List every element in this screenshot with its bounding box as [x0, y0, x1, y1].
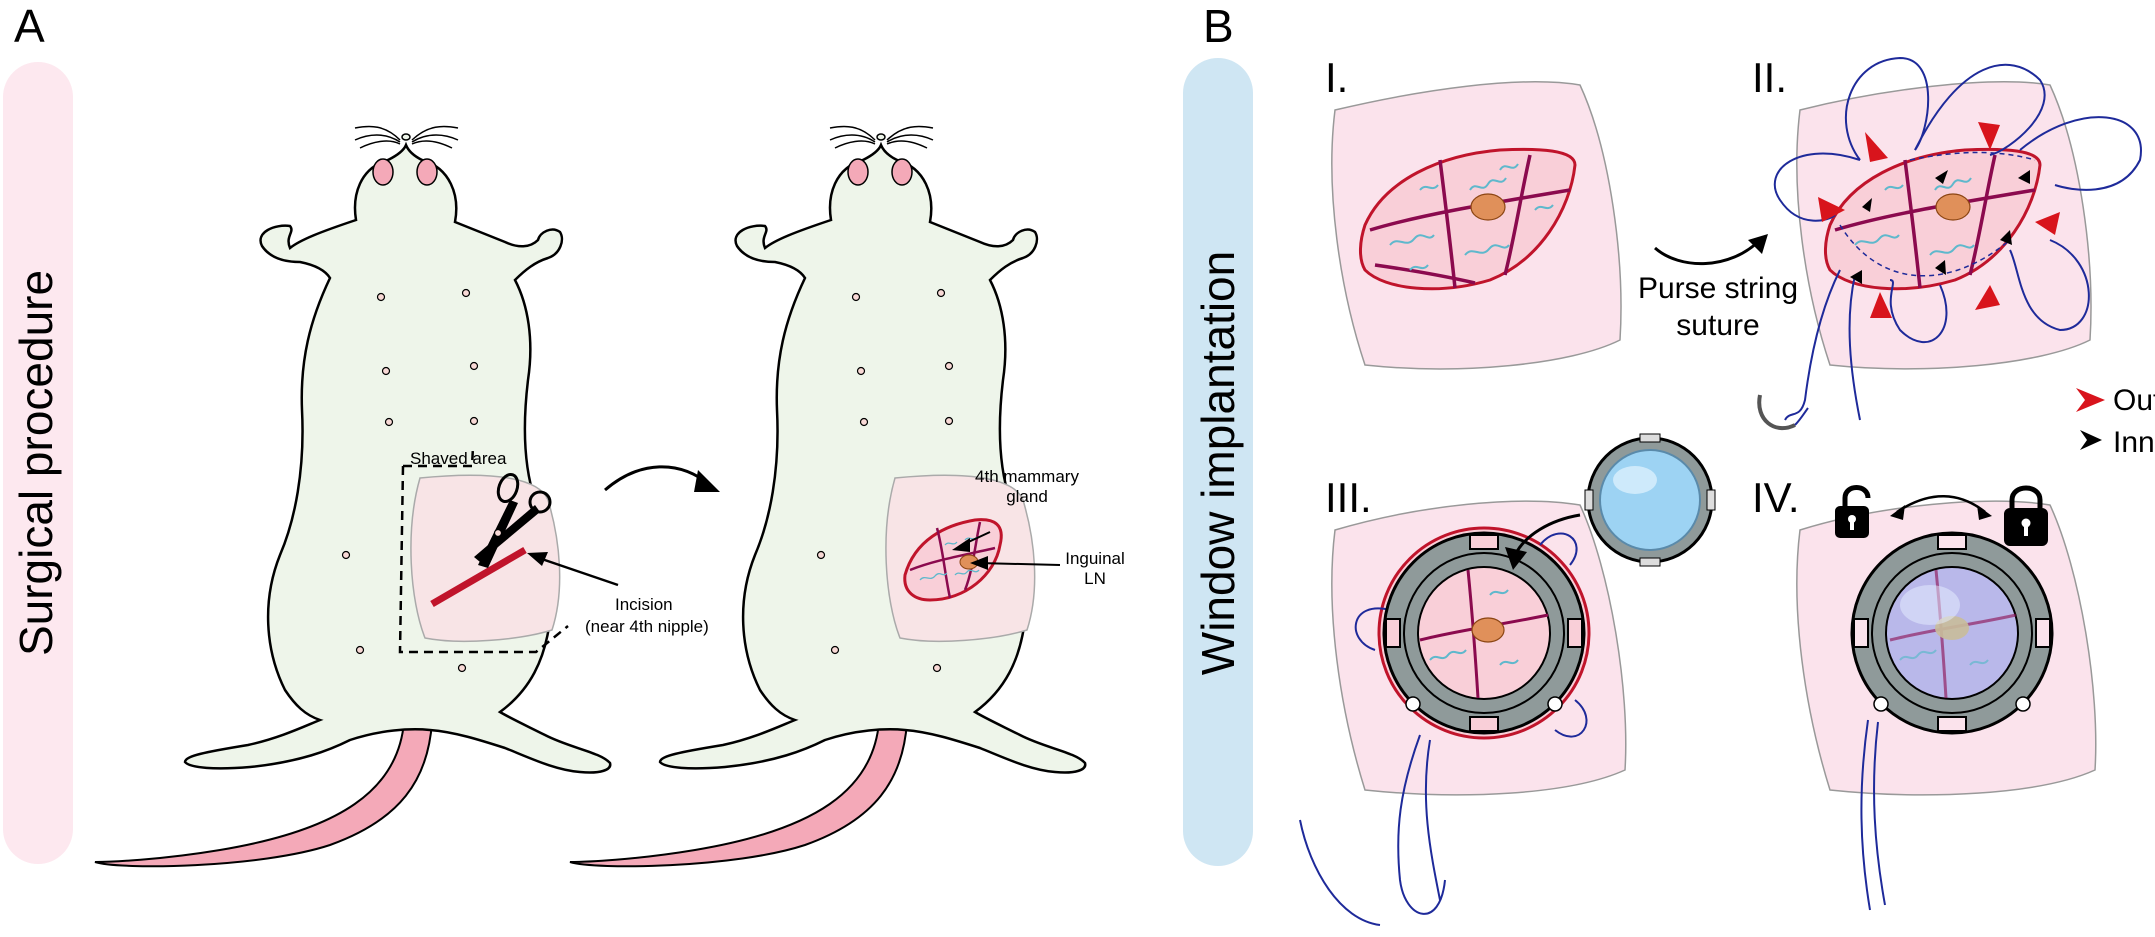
- legend-outer-marker: [2076, 388, 2105, 412]
- panel-a-label-bar: [3, 62, 73, 864]
- nipples: [341, 288, 502, 673]
- mouse-right: [569, 125, 1087, 868]
- label-purse-2: suture: [1676, 309, 1759, 342]
- incision-arrow: [532, 554, 619, 587]
- panel-b: B Window implantation I.: [1183, 0, 2155, 926]
- label-gland-2: gland: [1006, 487, 1048, 506]
- incision-line: [430, 546, 527, 608]
- label-purse-1: Purse string: [1638, 272, 1798, 305]
- panel-a-side-label: Surgical procedure: [10, 270, 62, 656]
- ear-left: [372, 158, 394, 186]
- lock-arrow: [1896, 495, 1986, 514]
- step-4-label: IV.: [1752, 474, 1800, 521]
- mouse-left: Shaved area Incision (near 4th nipple): [94, 125, 709, 868]
- mouse-tail: [94, 721, 434, 868]
- label-incision-2: (near 4th nipple): [585, 617, 709, 636]
- panel-b-label-bar: [1183, 58, 1253, 866]
- panel-a: A Surgical procedure: [3, 0, 1125, 868]
- label-incision-1: Incision: [615, 595, 673, 614]
- step-1-label: I.: [1325, 54, 1348, 101]
- mouse-right-annotations: 4th mammary gland Inguinal LN: [952, 467, 1125, 588]
- inner-skin-arrows: [1850, 170, 2030, 284]
- ear-right: [416, 158, 438, 186]
- mouse-body: [183, 141, 612, 774]
- glass-coverslip: [1584, 433, 1716, 567]
- lock-icon: [2004, 485, 2048, 546]
- panel-b-letter: B: [1203, 0, 1234, 52]
- purse-arrow: [1654, 238, 1762, 265]
- shaved-boundary: [398, 446, 569, 654]
- label-ln-2: LN: [1084, 569, 1106, 588]
- suture-loops: [1773, 56, 2142, 421]
- legend-inner-label: Inner skin: [2113, 426, 2155, 459]
- curved-arrow-a: [604, 465, 711, 492]
- insert-arrow: [1513, 513, 1581, 556]
- legend-outer-label: Outer skin: [2113, 384, 2155, 417]
- panel-b-side-label: Window implantation: [1192, 251, 1244, 675]
- label-shaved-area: Shaved area: [410, 449, 507, 468]
- step-3: III.: [1299, 433, 1716, 926]
- step-3-label: III.: [1325, 474, 1372, 521]
- step-2-label: II.: [1752, 54, 1787, 101]
- whiskers: [354, 125, 459, 149]
- needle-icon: [1757, 394, 1796, 431]
- label-ln-1: Inguinal: [1065, 549, 1125, 568]
- label-gland-1: 4th mammary: [975, 467, 1079, 486]
- unlock-icon: [1835, 485, 1871, 538]
- step-2: II.: [1752, 54, 2155, 459]
- step-1: I.: [1325, 54, 1622, 370]
- panel-a-letter: A: [14, 0, 45, 52]
- outer-skin-arrows: [1818, 122, 2060, 318]
- step-4: IV.: [1752, 474, 2097, 911]
- legend-inner-marker: [2080, 430, 2102, 450]
